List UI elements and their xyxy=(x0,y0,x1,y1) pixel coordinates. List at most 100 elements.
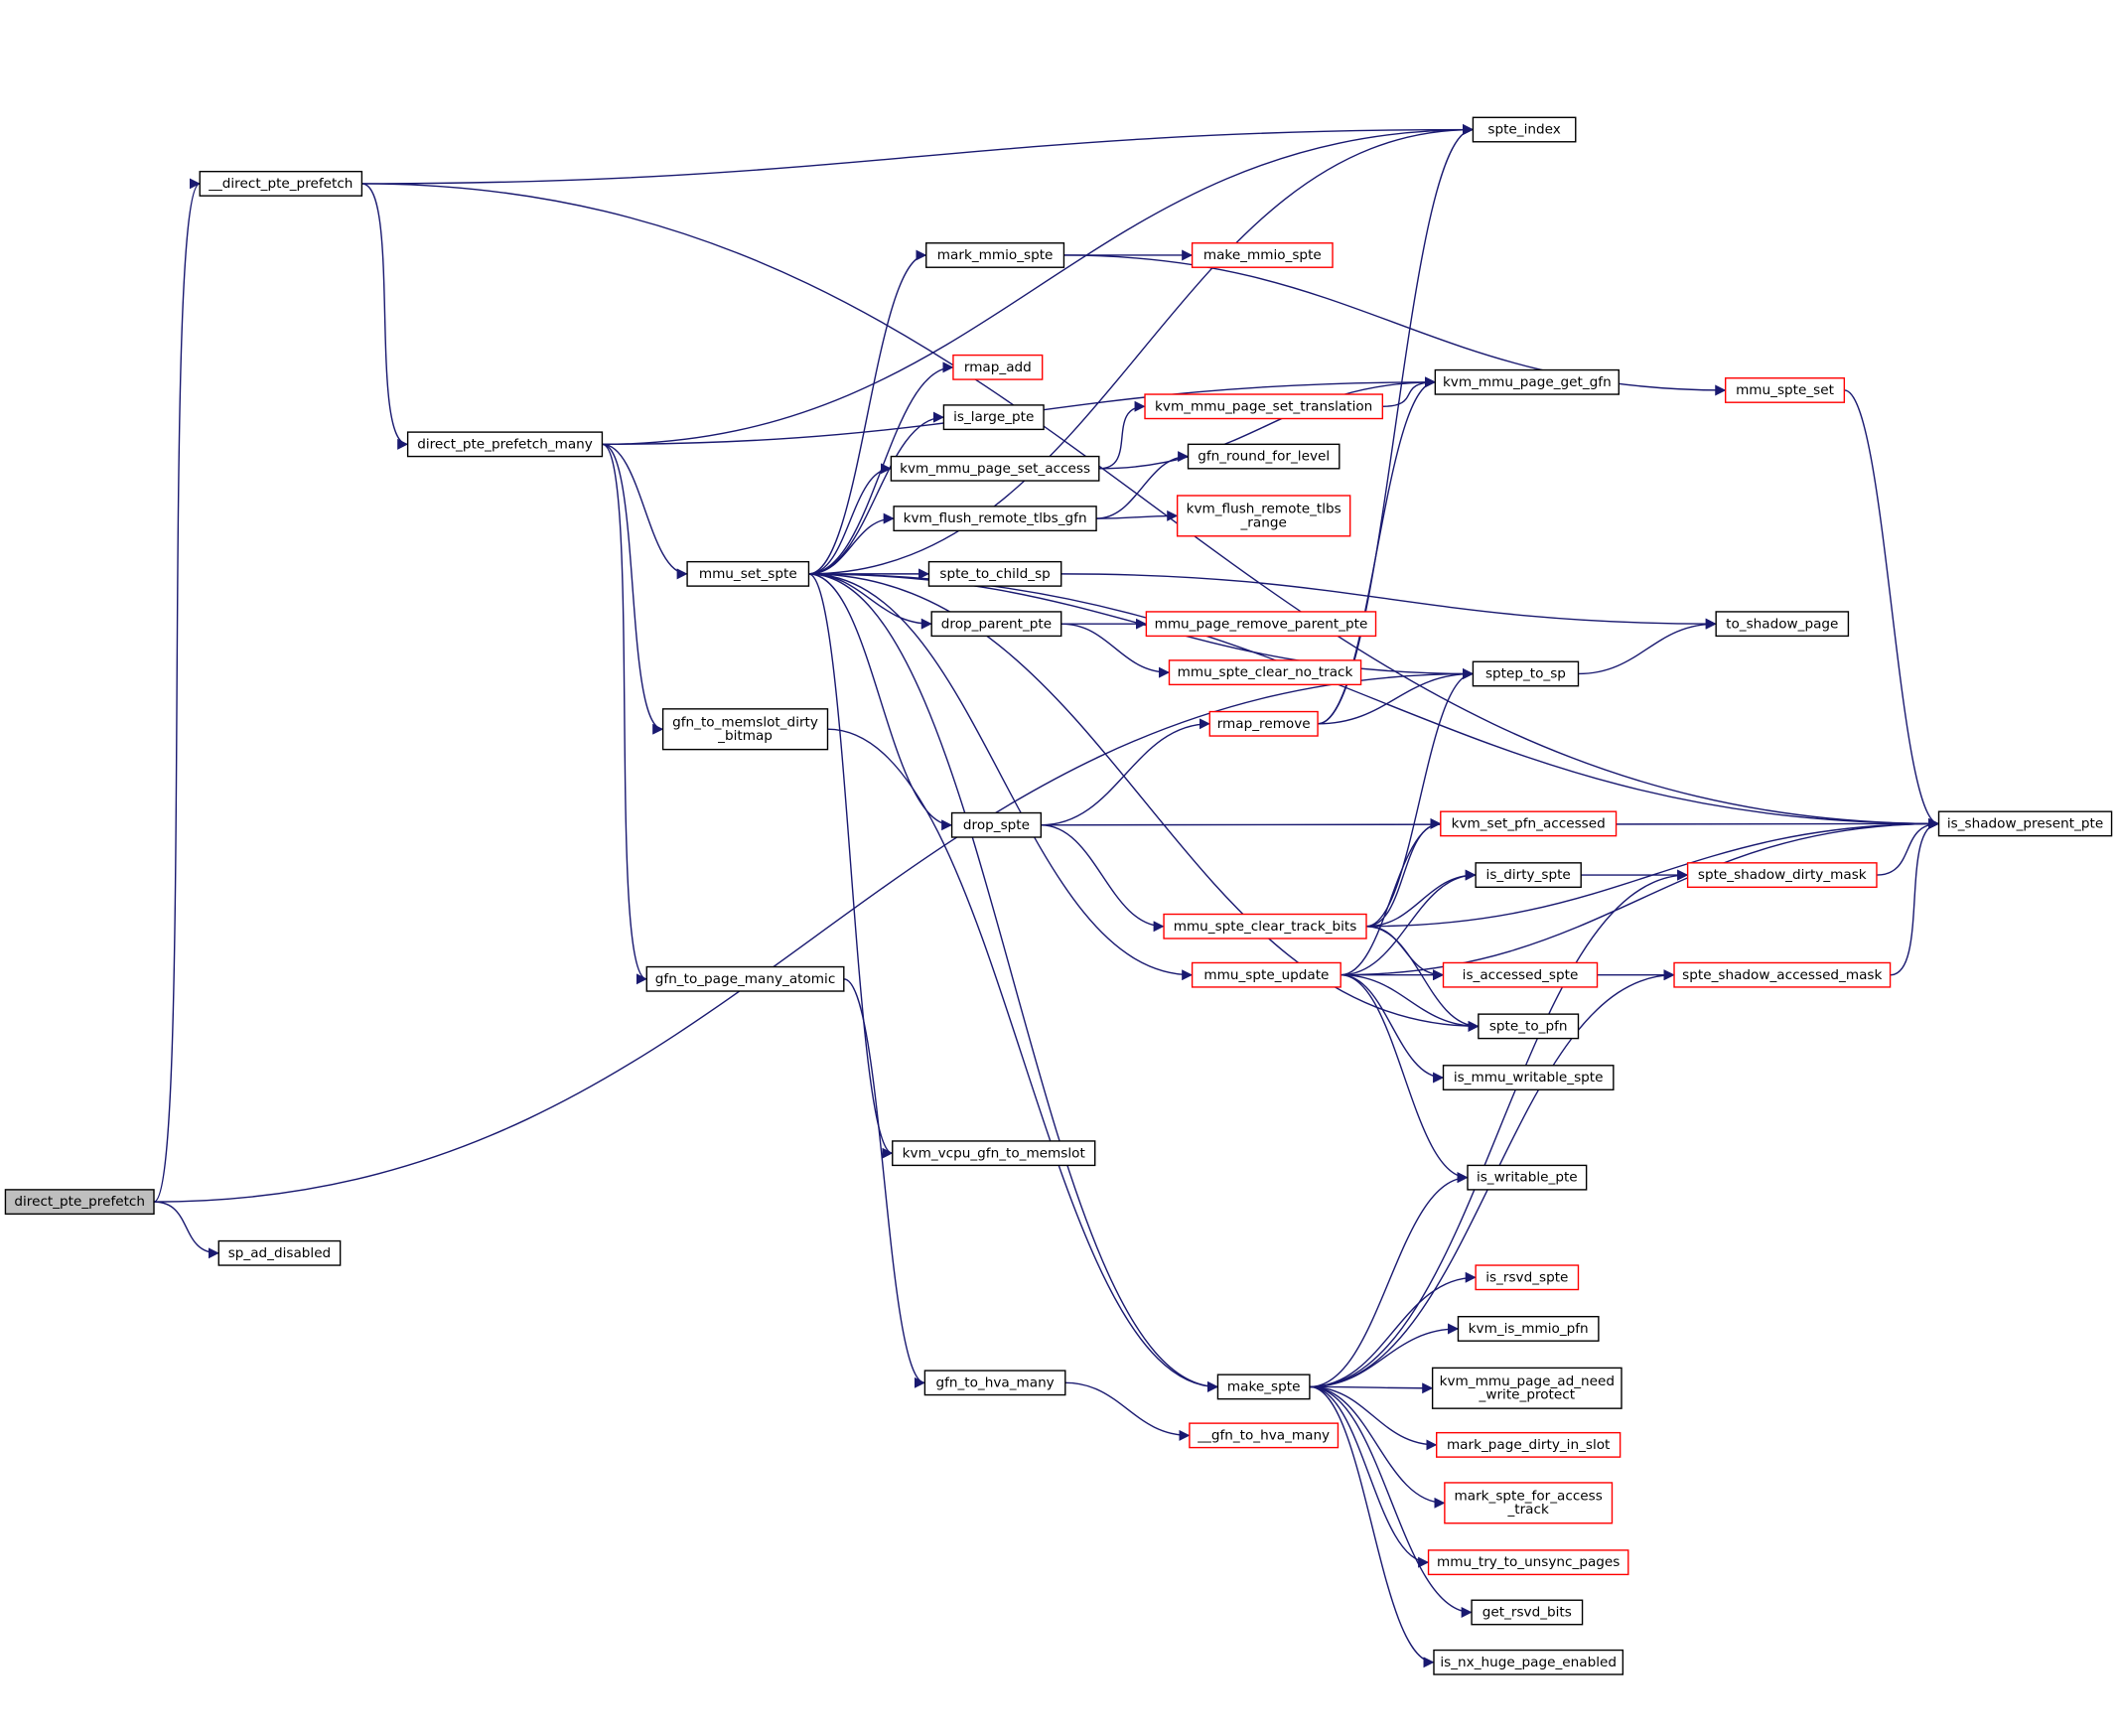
node-box xyxy=(1145,611,1377,638)
node-label: is_nx_huge_page_enabled xyxy=(1440,1655,1617,1670)
node-kvm-vcpu-gfn-to-memslot[interactable]: kvm_vcpu_gfn_to_memslot xyxy=(892,1140,1096,1167)
node-box xyxy=(927,560,1062,587)
node-kvm-mmu-page-set-translation[interactable]: kvm_mmu_page_set_translation xyxy=(1144,393,1384,420)
node-is-rsvd-spte[interactable]: is_rsvd_spte xyxy=(1475,1264,1580,1291)
node-mmu-spte-set[interactable]: mmu_spte_set xyxy=(1724,377,1846,403)
node-is-shadow-present-pte[interactable]: is_shadow_present_pte xyxy=(1937,810,2113,837)
node-label: kvm_vcpu_gfn_to_memslot xyxy=(903,1145,1085,1161)
node-box xyxy=(1472,660,1580,687)
node-label: is_shadow_present_pte xyxy=(1947,815,2103,831)
node-spte-shadow-dirty-mask[interactable]: spte_shadow_dirty_mask xyxy=(1686,862,1878,889)
node-box xyxy=(952,354,1044,380)
node-gfn-to-page-many-atomic[interactable]: gfn_to_page_many_atomic xyxy=(645,965,845,992)
node-box xyxy=(1475,1264,1580,1291)
edge-gfn_to_memslot_dirty_bitmap-to-make_spte xyxy=(827,728,1218,1392)
edge-mmu_spte_update-to-spte_to_pfn xyxy=(1341,973,1480,1032)
node-label: to_shadow_page xyxy=(1726,616,1838,632)
node-gfn-to-memslot-dirty-bitmap[interactable]: gfn_to_memslot_dirty_bitmap xyxy=(661,708,829,751)
node-mmu-spte-clear-no-track[interactable]: mmu_spte_clear_no_track xyxy=(1168,659,1362,686)
node-make-mmio-spte[interactable]: make_mmio_spte xyxy=(1191,242,1334,268)
node-box xyxy=(893,506,1097,532)
node-label: get_rsvd_bits xyxy=(1482,1605,1572,1621)
node-mmu-spte-update[interactable]: mmu_spte_update xyxy=(1191,961,1341,988)
node-kvm-set-pfn-accessed[interactable]: kvm_set_pfn_accessed xyxy=(1440,810,1618,837)
node-label: kvm_mmu_page_set_translation xyxy=(1155,398,1372,414)
node-label: kvm_is_mmio_pfn xyxy=(1469,1321,1589,1337)
node-box xyxy=(1216,1374,1311,1400)
node-sp-ad-disabled[interactable]: sp_ad_disabled xyxy=(217,1239,342,1266)
node-box xyxy=(950,811,1043,838)
node-box xyxy=(923,1370,1066,1396)
node-drop-parent-pte[interactable]: drop_parent_pte xyxy=(930,611,1062,638)
node-label: gfn_to_memslot_dirty xyxy=(672,715,818,731)
edge-spte_shadow_accessed_mask-to-is_shadow_present_pte xyxy=(1890,817,1940,976)
node-is-mmu-writable-spte[interactable]: is_mmu_writable_spte xyxy=(1442,1065,1615,1090)
node-make-spte[interactable]: make_spte xyxy=(1216,1374,1311,1400)
node-label: mmu_spte_clear_no_track xyxy=(1178,664,1353,680)
node-label: kvm_flush_remote_tlbs_gfn xyxy=(904,510,1087,526)
node-kvm-is-mmio-pfn[interactable]: kvm_is_mmio_pfn xyxy=(1457,1316,1600,1342)
node-mmu-try-to-unsync-pages[interactable]: mmu_try_to_unsync_pages xyxy=(1427,1549,1629,1576)
node---gfn-to-hva-many[interactable]: __gfn_to_hva_many xyxy=(1189,1422,1340,1449)
node-label: spte_to_pfn xyxy=(1489,1018,1568,1034)
node-rmap-remove[interactable]: rmap_remove xyxy=(1208,710,1319,737)
node-box xyxy=(4,1189,155,1216)
node-label: spte_to_child_sp xyxy=(939,566,1050,582)
node-mark-mmio-spte[interactable]: mark_mmio_spte xyxy=(925,242,1065,268)
node-get-rsvd-bits[interactable]: get_rsvd_bits xyxy=(1471,1599,1584,1626)
edge-mmu_set_spte-to-is_shadow_present_pte xyxy=(808,573,1940,829)
node-is-accessed-spte[interactable]: is_accessed_spte xyxy=(1442,961,1599,988)
edge-mmu_spte_set-to-is_shadow_present_pte xyxy=(1844,389,1940,829)
node-label: direct_pte_prefetch xyxy=(14,1194,145,1210)
node-rmap-add[interactable]: rmap_add xyxy=(952,354,1044,380)
node-label: is_large_pte xyxy=(953,409,1034,425)
node-box xyxy=(1478,1013,1580,1040)
node-direct-pte-prefetch-many[interactable]: direct_pte_prefetch_many xyxy=(406,431,604,458)
node-to-shadow-page[interactable]: to_shadow_page xyxy=(1715,611,1850,638)
edge-__direct_pte_prefetch-to-is_shadow_present_pte xyxy=(361,183,1940,829)
node-is-dirty-spte[interactable]: is_dirty_spte xyxy=(1475,862,1582,889)
node-kvm-mmu-page-set-access[interactable]: kvm_mmu_page_set_access xyxy=(890,455,1100,482)
edge-mmu_spte_update-to-kvm_set_pfn_accessed xyxy=(1341,817,1442,976)
node-spte-shadow-accessed-mask[interactable]: spte_shadow_accessed_mask xyxy=(1673,961,1892,988)
edge-drop_spte-to-mmu_spte_clear_track_bits xyxy=(1041,824,1165,933)
node-kvm-mmu-page-get-gfn[interactable]: kvm_mmu_page_get_gfn xyxy=(1434,368,1620,395)
node-is-large-pte[interactable]: is_large_pte xyxy=(942,404,1045,431)
node-kvm-flush-remote-tlbs-range[interactable]: kvm_flush_remote_tlbs_range xyxy=(1176,495,1351,537)
node-mmu-page-remove-parent-pte[interactable]: mmu_page_remove_parent_pte xyxy=(1145,611,1377,638)
node-spte-index[interactable]: spte_index xyxy=(1472,116,1577,143)
node-gfn-round-for-level[interactable]: gfn_round_for_level xyxy=(1187,443,1341,470)
edge-mmu_spte_clear_track_bits-to-kvm_set_pfn_accessed xyxy=(1365,817,1442,928)
node-kvm-flush-remote-tlbs-gfn[interactable]: kvm_flush_remote_tlbs_gfn xyxy=(893,506,1097,532)
node-direct-pte-prefetch[interactable]: direct_pte_prefetch xyxy=(4,1189,155,1216)
node-spte-to-pfn[interactable]: spte_to_pfn xyxy=(1478,1013,1580,1040)
node-mark-page-dirty-in-slot[interactable]: mark_page_dirty_in_slot xyxy=(1436,1431,1622,1458)
node-box xyxy=(1434,368,1620,395)
node-drop-spte[interactable]: drop_spte xyxy=(950,811,1043,838)
edge-make_spte-to-mmu_try_to_unsync_pages xyxy=(1309,1385,1430,1568)
node-label: mark_page_dirty_in_slot xyxy=(1447,1437,1610,1453)
node-is-nx-huge-page-enabled[interactable]: is_nx_huge_page_enabled xyxy=(1433,1649,1624,1675)
edge-mmu_spte_update-to-is_writable_pte xyxy=(1341,973,1469,1184)
edge-mmu_set_spte-to-is_large_pte xyxy=(808,411,944,575)
node-sptep-to-sp[interactable]: sptep_to_sp xyxy=(1472,660,1580,687)
edge-make_spte-to-is_rsvd_spte xyxy=(1309,1271,1477,1388)
edge-mmu_set_spte-to-rmap_add xyxy=(808,362,954,575)
node-mmu-spte-clear-track-bits[interactable]: mmu_spte_clear_track_bits xyxy=(1163,913,1367,940)
node-is-writable-pte[interactable]: is_writable_pte xyxy=(1467,1164,1588,1191)
node---direct-pte-prefetch[interactable]: __direct_pte_prefetch xyxy=(199,170,363,197)
node-mark-spte-for-access-track[interactable]: mark_spte_for_access_track xyxy=(1444,1482,1614,1524)
node-box xyxy=(1937,810,2113,837)
node-spte-to-child-sp[interactable]: spte_to_child_sp xyxy=(927,560,1062,587)
edge-direct_pte_prefetch-to-__direct_pte_prefetch xyxy=(153,178,201,1203)
node-label: _range xyxy=(1240,514,1287,530)
edge-make_spte-to-is_writable_pte xyxy=(1309,1172,1469,1388)
edge-mark_mmio_spte-to-mmu_spte_set xyxy=(1063,254,1727,396)
node-label: drop_parent_pte xyxy=(941,616,1052,632)
node-gfn-to-hva-many[interactable]: gfn_to_hva_many xyxy=(923,1370,1066,1396)
node-label: kvm_mmu_page_ad_need xyxy=(1440,1374,1615,1389)
node-kvm-mmu-page-ad-need-write-protect[interactable]: kvm_mmu_page_ad_need_write_protect xyxy=(1431,1367,1623,1409)
node-mmu-set-spte[interactable]: mmu_set_spte xyxy=(686,560,810,587)
node-box xyxy=(892,1140,1096,1167)
